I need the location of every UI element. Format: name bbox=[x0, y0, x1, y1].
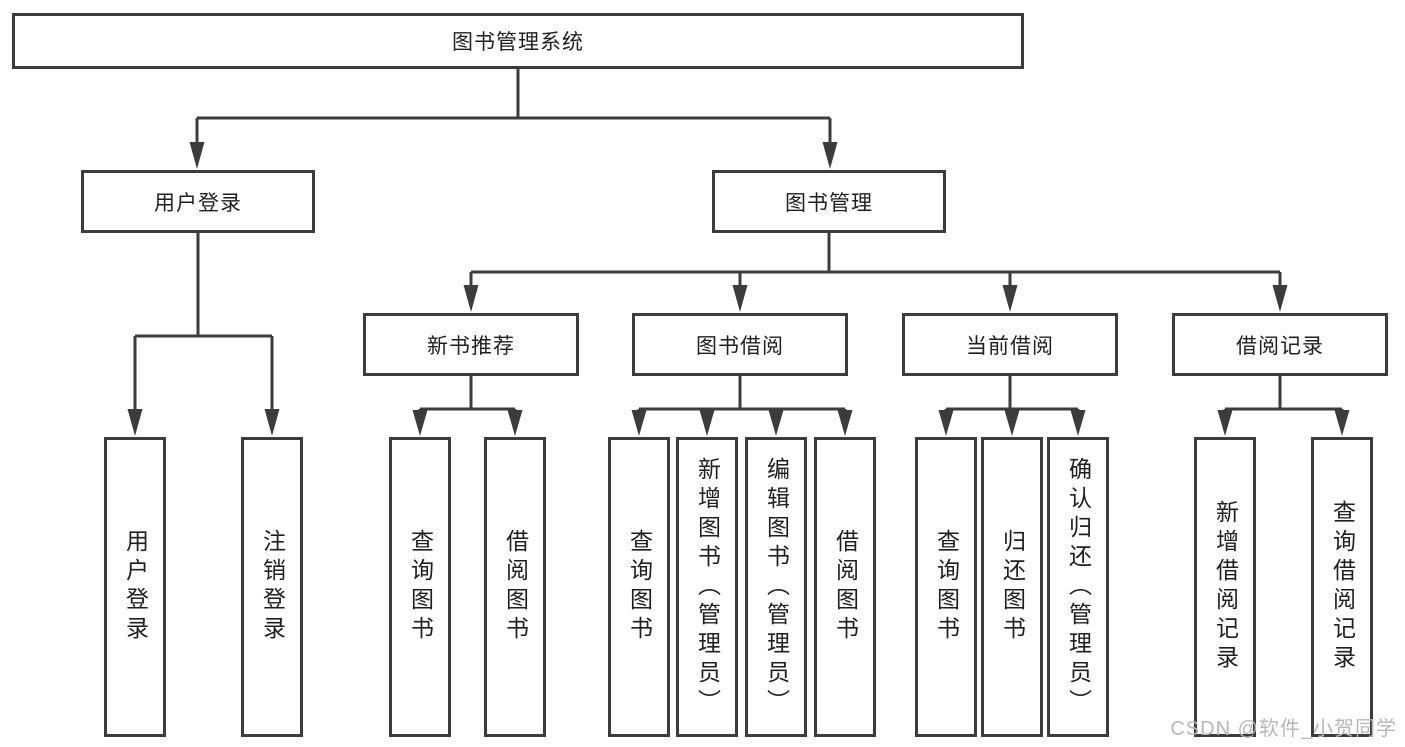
leaf-cb-query-books-label: 查询图书 bbox=[933, 529, 960, 645]
leaf-nbr-borrow-books-label: 借阅图书 bbox=[502, 529, 529, 645]
leaf-br-add-borrow-record: 新增借阅记录 bbox=[1194, 437, 1256, 737]
node-current-borrowing: 当前借阅 bbox=[902, 313, 1118, 376]
arrowhead-nbr-query-books bbox=[412, 410, 428, 436]
arrowhead-bb-add-book bbox=[699, 410, 715, 436]
leaf-bb-edit-book-admin: 编辑图书（管理员） bbox=[745, 437, 807, 737]
arrowhead-nbr-borrow-books bbox=[507, 410, 523, 436]
connector-book-borrowing-branch bbox=[637, 376, 847, 413]
node-new-book-recommend: 新书推荐 bbox=[363, 313, 579, 376]
node-borrowing-records: 借阅记录 bbox=[1172, 313, 1388, 376]
arrowhead-br-query-record bbox=[1334, 410, 1350, 436]
arrowhead-cb-confirm-return bbox=[1070, 410, 1086, 436]
leaf-nbr-query-books-label: 查询图书 bbox=[407, 529, 434, 645]
connector-current-borrowing-branch bbox=[944, 376, 1080, 413]
node-user-login: 用户登录 bbox=[81, 170, 315, 233]
connector-new-book-recommend-branch bbox=[418, 376, 517, 413]
leaf-cb-confirm-return-admin: 确认归还（管理员） bbox=[1047, 437, 1109, 737]
leaf-bb-add-book-admin-label: 新增图书（管理员） bbox=[694, 456, 721, 718]
arrowhead-new-book-recommend bbox=[463, 285, 479, 312]
csdn-watermark: CSDN @软件_小贺同学 bbox=[1170, 718, 1397, 740]
arrowhead-cb-query-books bbox=[938, 410, 954, 436]
arrowhead-book-mgmt bbox=[822, 142, 838, 169]
leaf-user-login-label: 用户登录 bbox=[122, 529, 149, 645]
leaf-bb-edit-book-admin-label: 编辑图书（管理员） bbox=[763, 456, 790, 718]
node-library-system-label: 图书管理系统 bbox=[452, 31, 584, 54]
arrowhead-cb-return-books bbox=[1004, 410, 1020, 436]
node-library-system: 图书管理系统 bbox=[12, 13, 1024, 69]
arrowhead-bb-borrow-books bbox=[837, 410, 853, 436]
node-book-management: 图书管理 bbox=[712, 170, 946, 233]
arrowhead-leaf-logout bbox=[264, 409, 280, 436]
leaf-br-query-borrow-record-label: 查询借阅记录 bbox=[1329, 500, 1356, 674]
connector-borrowing-records-branch bbox=[1223, 376, 1344, 413]
leaf-br-query-borrow-record: 查询借阅记录 bbox=[1311, 437, 1373, 737]
leaf-cb-confirm-return-admin-label: 确认归还（管理员） bbox=[1065, 456, 1092, 718]
node-new-book-recommend-label: 新书推荐 bbox=[427, 334, 515, 358]
leaf-bb-borrow-books: 借阅图书 bbox=[814, 437, 876, 737]
leaf-cb-return-books: 归还图书 bbox=[981, 437, 1043, 737]
arrowhead-user-login bbox=[189, 142, 205, 169]
node-book-management-label: 图书管理 bbox=[785, 191, 873, 215]
leaf-cb-return-books-label: 归还图书 bbox=[999, 529, 1026, 645]
arrowhead-bb-edit-book bbox=[768, 410, 784, 436]
arrowhead-leaf-user-login bbox=[127, 409, 143, 436]
leaf-bb-borrow-books-label: 借阅图书 bbox=[832, 529, 859, 645]
connector-book-mgmt-branch bbox=[469, 233, 1282, 286]
node-current-borrowing-label: 当前借阅 bbox=[966, 334, 1054, 358]
arrowhead-current-borrowing bbox=[1002, 285, 1018, 312]
leaf-bb-query-books-label: 查询图书 bbox=[626, 529, 653, 645]
leaf-cb-query-books: 查询图书 bbox=[915, 437, 977, 737]
leaf-nbr-query-books: 查询图书 bbox=[389, 437, 451, 737]
leaf-logout: 注销登录 bbox=[241, 437, 303, 737]
leaf-bb-query-books: 查询图书 bbox=[608, 437, 670, 737]
leaf-br-add-borrow-record-label: 新增借阅记录 bbox=[1212, 500, 1239, 674]
node-user-login-label: 用户登录 bbox=[154, 191, 242, 215]
leaf-nbr-borrow-books: 借阅图书 bbox=[484, 437, 546, 737]
arrowhead-book-borrowing bbox=[732, 285, 748, 312]
leaf-user-login: 用户登录 bbox=[104, 437, 166, 737]
arrowhead-borrowing-records bbox=[1272, 285, 1288, 312]
arrowhead-bb-query-books bbox=[631, 410, 647, 436]
node-book-borrowing-label: 图书借阅 bbox=[696, 334, 784, 358]
leaf-bb-add-book-admin: 新增图书（管理员） bbox=[676, 437, 738, 737]
node-borrowing-records-label: 借阅记录 bbox=[1236, 334, 1324, 358]
arrowhead-br-add-record bbox=[1217, 410, 1233, 436]
connector-user-login-branch bbox=[133, 233, 274, 410]
node-book-borrowing: 图书借阅 bbox=[632, 313, 848, 376]
connector-root-drop bbox=[197, 68, 830, 120]
leaf-logout-label: 注销登录 bbox=[259, 529, 286, 645]
